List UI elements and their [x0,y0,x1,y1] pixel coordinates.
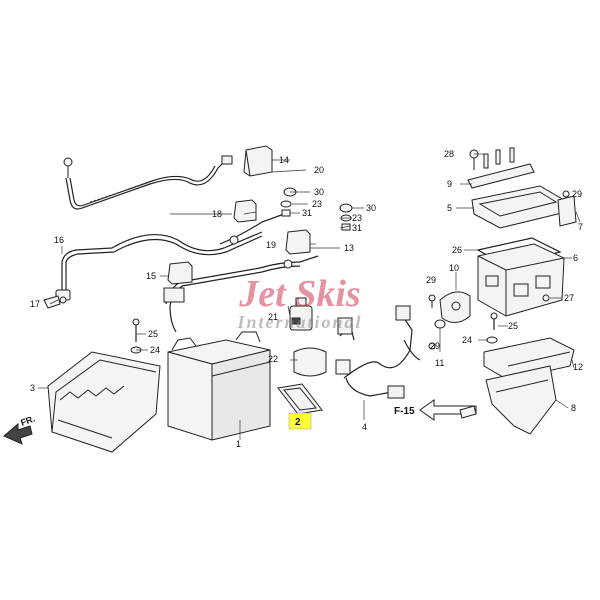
callout-25-right: 25 [508,321,518,331]
leader-lines [38,153,581,440]
fuse-box-cover-5 [471,185,567,229]
screw-29-left [428,294,436,308]
battery-cable-16 [55,231,263,304]
callout-29-right: 29 [572,189,582,199]
bracket-10 [439,291,471,323]
callout-29-mid: 29 [430,341,440,351]
callout-15: 15 [146,271,156,281]
nut-30-lower [339,203,353,213]
fuse-holder-9 [467,147,535,189]
terminal-cover-18 [233,199,257,223]
starter-relay-21 [289,297,313,331]
callout-8: 8 [571,403,576,413]
terminal-cover-14 [243,145,273,177]
nut-24-right [486,336,498,344]
bolt-25-left [132,318,140,342]
screw-29-right [562,190,570,198]
fuse-box-6 [477,243,565,317]
callout-24-left: 24 [150,345,160,355]
callout-7: 7 [578,222,583,232]
nut-23-upper [280,200,292,208]
callout-14: 14 [279,155,289,165]
callout-26: 26 [452,245,462,255]
watermark-title: Jet Skis [238,273,360,315]
battery-band-2 [277,383,323,415]
callout-18: 18 [212,209,222,219]
callout-23-lower: 23 [352,213,362,223]
relay-cover-22 [293,347,327,377]
bolt-25-right [490,312,498,330]
battery-1 [167,331,271,441]
watermark-subtitle: International [236,312,362,332]
bolt-31-upper [281,209,291,217]
wire-harness-4 [335,305,421,399]
callout-12: 12 [573,362,583,372]
callout-19: 19 [266,240,276,250]
highlight-number: 2 [295,417,301,428]
callout-31-lower: 31 [352,223,362,233]
front-label: FR. [19,414,36,428]
callout-30-lower: 30 [366,203,376,213]
callout-24-right: 24 [462,335,472,345]
grommet-11 [434,319,446,329]
terminal-cover-19 [285,229,311,255]
callout-labels: 1 3 4 5 6 7 8 9 10 11 12 13 14 15 16 17 … [30,149,583,449]
callout-3: 3 [30,383,35,393]
small-clip [459,405,477,419]
clip-17 [43,295,61,309]
callout-28: 28 [444,149,454,159]
highlight-box [288,412,312,430]
bolt-27 [542,294,550,302]
callout-17: 17 [30,299,40,309]
cable-18 [219,213,285,245]
callout-30-upper: 30 [314,187,324,197]
callout-20: 20 [314,165,324,175]
callout-31-upper: 31 [302,208,312,218]
callout-23-upper: 23 [312,199,322,209]
terminal-cover-15 [163,261,193,303]
battery-tray-3 [47,351,161,453]
callout-9: 9 [447,179,452,189]
clip-7 [557,195,577,227]
battery-cable-20 [63,155,233,210]
callout-11: 11 [435,358,444,368]
callout-16: 16 [54,235,64,245]
callout-6: 6 [573,253,578,263]
callout-5: 5 [447,203,452,213]
callout-25-left: 25 [148,329,158,339]
callout-21: 21 [268,312,278,322]
callout-1: 1 [236,439,241,449]
callout-22: 22 [268,354,278,364]
screw-29-mid [428,342,436,350]
reference-label: F-15 [394,406,415,417]
front-direction-arrow: FR. [3,414,36,445]
callout-27: 27 [564,293,574,303]
screw-28 [469,149,479,170]
bracket-12 [483,337,575,381]
callout-29-left: 29 [426,275,436,285]
callout-13: 13 [344,243,354,253]
callout-10: 10 [449,263,459,273]
bracket-8 [485,365,557,435]
callout-4: 4 [362,422,367,432]
reference-arrow: F-15 [394,399,477,421]
